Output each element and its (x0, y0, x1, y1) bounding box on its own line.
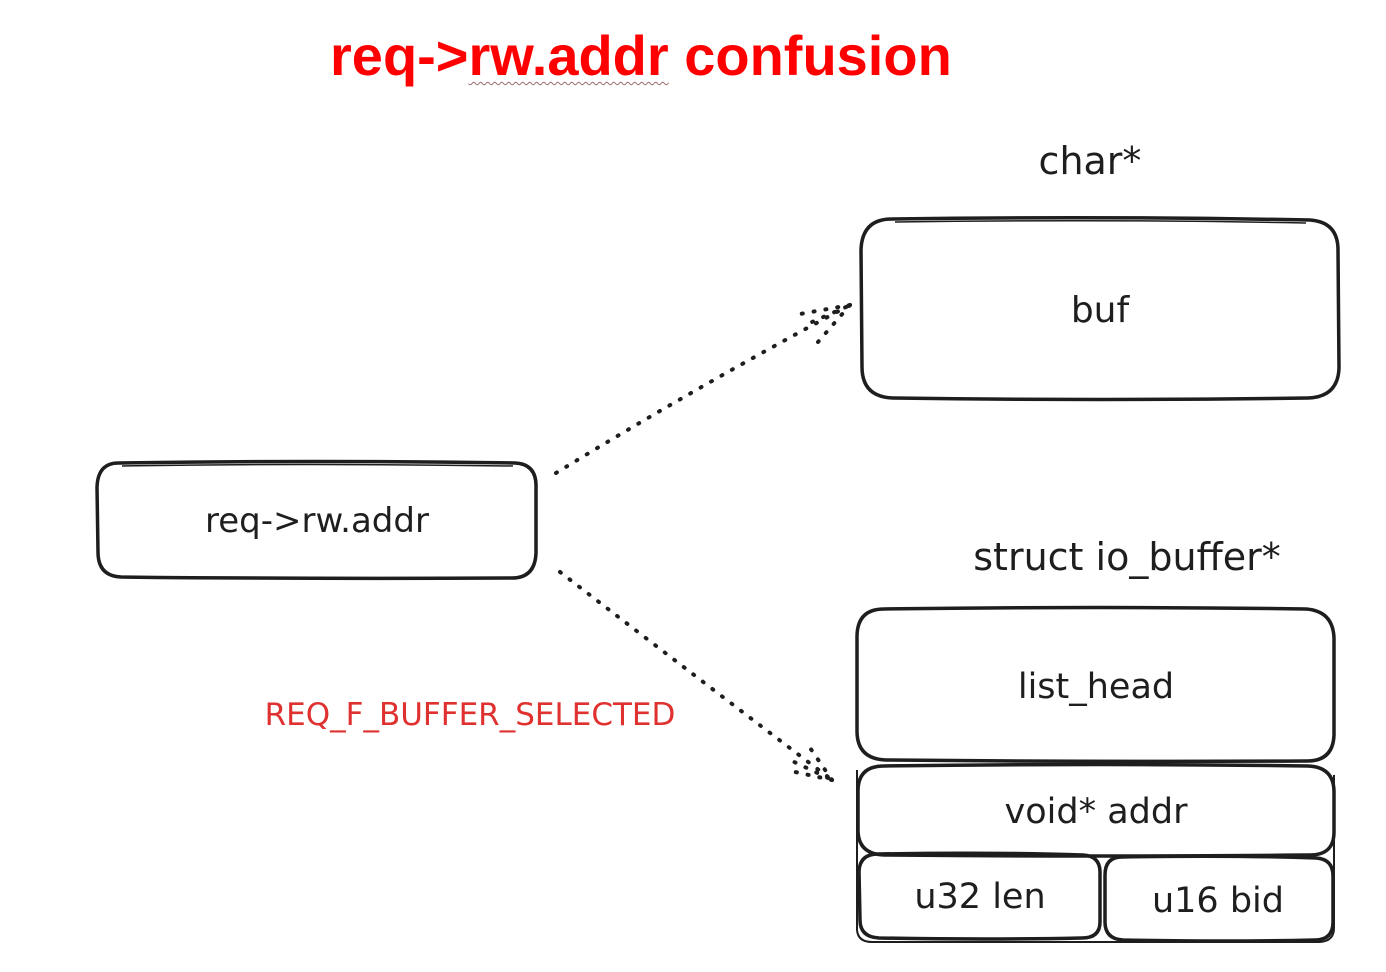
source-box-label: req->rw.addr (205, 501, 429, 541)
len-field: u32 len (857, 851, 1102, 941)
addr-field-label: void* addr (1005, 792, 1189, 832)
list-head-field: list_head (855, 605, 1336, 764)
title-prefix: req-> (330, 24, 469, 87)
source-box: req->rw.addr (95, 459, 538, 581)
io-buffer-pointer-label: struct io_buffer* (973, 535, 1280, 579)
buf-box-label: buf (1071, 290, 1131, 331)
title-underlined-term: rw.addr (468, 24, 669, 87)
bid-field: u16 bid (1103, 854, 1335, 943)
struct-frame (856, 770, 1335, 943)
title-suffix: confusion (668, 24, 952, 87)
buf-box: buf (859, 215, 1341, 402)
page-title: req->rw.addr confusion (330, 20, 1030, 92)
flag-label: REQ_F_BUFFER_SELECTED (265, 697, 676, 733)
list-head-label: list_head (1018, 667, 1174, 707)
addr-field: void* addr (856, 762, 1336, 858)
char-pointer-label: char* (1039, 139, 1142, 183)
bid-field-label: u16 bid (1152, 881, 1284, 921)
len-field-label: u32 len (914, 877, 1045, 917)
arrow-to-buf (554, 303, 852, 475)
arrow-to-io-buffer (558, 570, 834, 782)
